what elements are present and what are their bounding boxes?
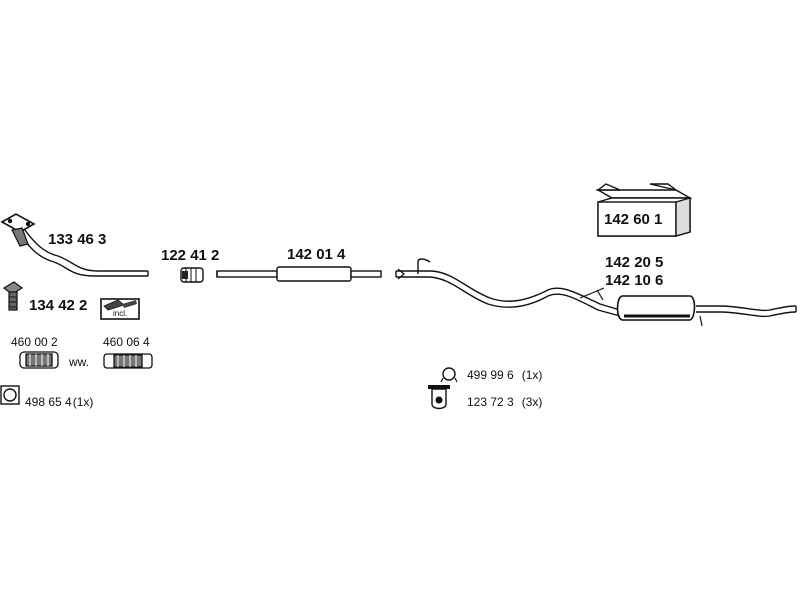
box-icon (595, 183, 693, 237)
clamp-label: 499 99 6 (1x) (467, 368, 542, 382)
rubber-hanger-icon (428, 385, 450, 410)
flex-pipe-long-icon (103, 353, 153, 369)
bolt-set-label: 134 42 2 (29, 297, 88, 314)
rear-muffler-body (616, 295, 797, 327)
rear-silencer-label-b: 142 10 6 (605, 272, 664, 289)
gasket-ring-icon (0, 385, 20, 405)
rubber-mount-part-number: 123 72 3 (467, 395, 514, 409)
clamp-sleeve-icon (180, 267, 204, 283)
flex-pipe-icon (19, 351, 59, 369)
pipe-clamp-icon (440, 367, 458, 383)
flange-pipe-icon (0, 213, 36, 247)
front-pipe-drawing (15, 225, 149, 277)
flex-pipe-a-label: 460 00 2 (11, 335, 58, 349)
rear-silencer-drawing (395, 258, 621, 317)
rubber-mount-label: 123 72 3 (3x) (467, 395, 542, 409)
bolt-set-badge: incl. (113, 309, 128, 318)
gasket-part-number: 498 65 4 (25, 395, 72, 409)
middle-silencer-drawing (216, 266, 382, 282)
clamp-quantity: (1x) (521, 368, 543, 382)
front-pipe-label: 133 46 3 (48, 231, 107, 248)
rubber-mount-quantity: (3x) (521, 395, 543, 409)
gasket-quantity: (1x) (72, 395, 94, 409)
gasket-label: 498 65 4(1x) (25, 395, 93, 409)
clamp-part-number: 499 99 6 (467, 368, 514, 382)
bolt-icon (2, 281, 24, 311)
rear-silencer-label-a: 142 20 5 (605, 254, 664, 271)
connector-label: 122 41 2 (161, 247, 220, 264)
flex-pipe-b-label: 460 06 4 (103, 335, 150, 349)
flex-pipe-or-label: ww. (69, 355, 90, 369)
box-kit-label: 142 60 1 (604, 211, 663, 228)
middle-silencer-label: 142 01 4 (287, 246, 346, 263)
